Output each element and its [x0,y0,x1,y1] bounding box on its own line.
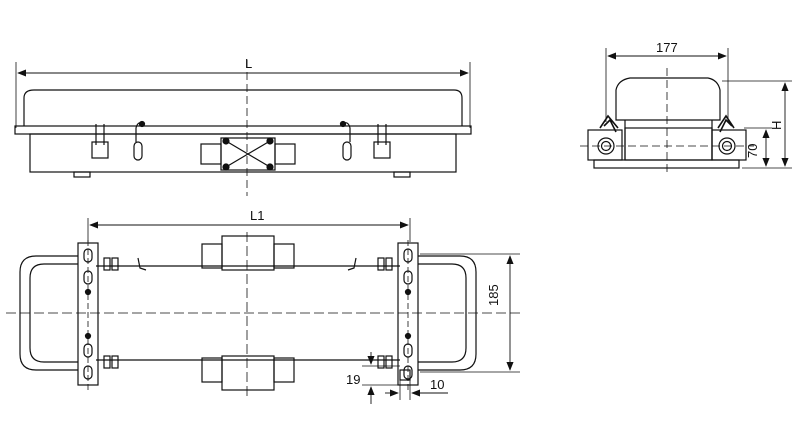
height-label: H [769,121,784,130]
slot-offset-label: 19 [346,372,360,387]
mount-foot-right [393,171,411,178]
side-bar-left [587,129,623,161]
mount-width-label: 185 [486,284,501,306]
base-height-label: 70 [745,144,760,158]
clip-left [91,141,109,159]
mount-foot-left [73,171,91,178]
length-label: L [245,56,252,71]
side-bar-right [711,129,747,161]
junction-box-bottom [201,357,223,383]
top-view: L1 [6,208,520,404]
front-view: L [14,56,472,196]
mount-distance-label: L1 [250,208,264,223]
junction-box-front [200,143,222,165]
junction-box-top [201,243,223,269]
clip-offset-label: 10 [430,377,444,392]
side-housing [615,77,721,121]
lamp-body [29,133,457,173]
clip-right [373,141,391,159]
flange-plate [14,125,472,135]
lamp-cover [23,89,463,126]
side-view: 177 H 70 [580,40,792,172]
side-base [593,159,740,169]
width-label: 177 [656,40,678,55]
